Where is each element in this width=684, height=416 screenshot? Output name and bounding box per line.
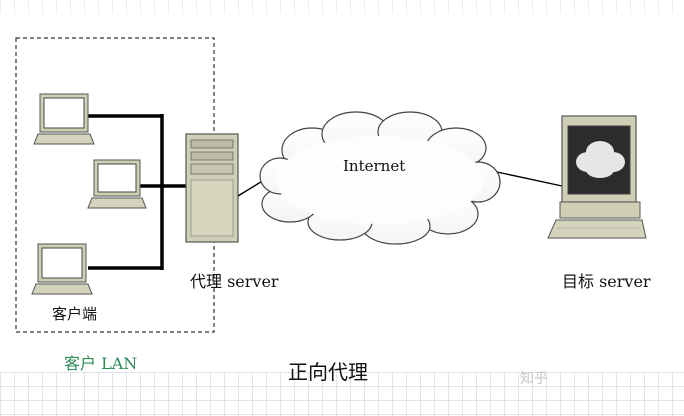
clients-label: 客户端	[52, 305, 98, 323]
lan-wiring	[88, 114, 186, 270]
proxy-server-label: 代理 server	[190, 272, 279, 291]
target-server-label: 目标 server	[562, 272, 651, 291]
client-computer-1	[33, 93, 95, 145]
client-computer-3	[31, 243, 93, 295]
background-grid-top	[0, 0, 684, 14]
background-grid-bottom	[0, 372, 684, 416]
proxy-server-tower	[185, 133, 239, 243]
diagram-caption: 正向代理	[288, 360, 368, 384]
internet-label: Internet	[343, 157, 406, 175]
lan-label: 客户 LAN	[64, 354, 138, 373]
proxy-internet-link	[237, 179, 265, 197]
client-computer-2	[87, 159, 147, 209]
cloud-fill	[276, 136, 484, 224]
target-server-computer	[547, 115, 647, 239]
watermark: 知乎	[520, 371, 548, 387]
internet-target-link	[496, 171, 563, 187]
